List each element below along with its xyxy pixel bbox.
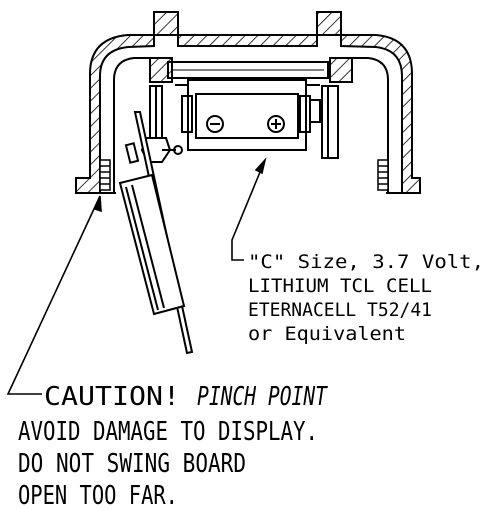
caution-leader <box>6 195 101 395</box>
cell-note-line-1: "C" Size, 3.7 Volt, <box>248 251 484 273</box>
housing-inner-left <box>113 57 150 193</box>
caution-line-3: DO NOT SWING BOARD <box>18 449 246 479</box>
cell-note-line-3: ETERNACELL T52/41 <box>248 299 432 321</box>
swing-board <box>118 111 194 355</box>
right-boss <box>329 57 353 83</box>
battery-holder <box>187 79 307 151</box>
battery-bracket <box>167 61 329 79</box>
pinch-point-emphasis: PINCH POINT <box>197 382 328 412</box>
caution-callout: CAUTION! PINCH POINT AVOID DAMAGE TO DIS… <box>18 382 328 510</box>
cell-note-line-4: or Equivalent <box>248 323 406 345</box>
hinge-latch <box>140 85 183 163</box>
battery-cell <box>195 93 299 139</box>
battery-assembly <box>167 61 329 151</box>
cell-callout: "C" Size, 3.7 Volt, LITHIUM TCL CELL ETE… <box>248 251 484 345</box>
caution-line-4: OPEN TOO FAR. <box>18 481 178 510</box>
housing-inner-right <box>352 57 389 193</box>
cell-note-line-2: LITHIUM TCL CELL <box>248 275 432 297</box>
display-module <box>118 173 186 316</box>
housing-section <box>75 11 421 194</box>
positive-terminal-icon <box>267 115 285 133</box>
caution-line-2: AVOID DAMAGE TO DISPLAY. <box>18 417 318 447</box>
right-component <box>309 85 339 159</box>
right-screw <box>377 159 389 191</box>
caution-prefix: CAUTION! <box>44 382 180 412</box>
left-screw <box>99 159 111 191</box>
leader-lines <box>6 157 267 395</box>
cell-leader <box>231 159 266 261</box>
negative-terminal-icon <box>206 115 224 133</box>
enclosure-housing <box>75 11 421 194</box>
